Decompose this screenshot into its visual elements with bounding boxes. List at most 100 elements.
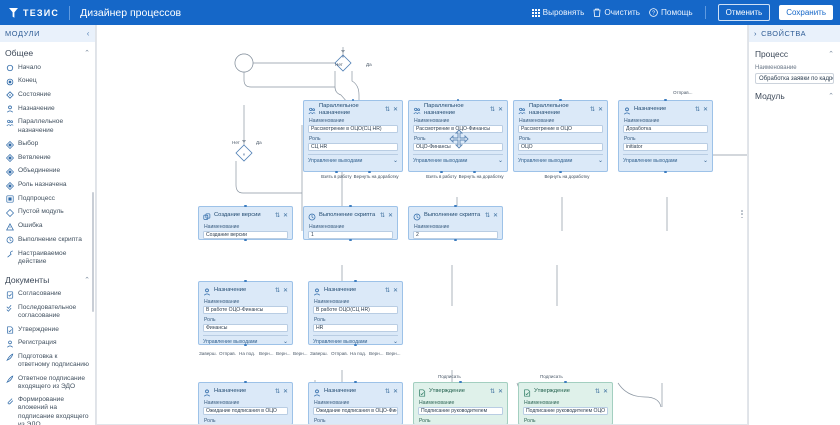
node-port[interactable] [349,238,352,242]
node-port[interactable] [351,98,355,102]
node-port[interactable] [244,423,247,424]
swap-icon[interactable]: ⇅ [489,388,495,395]
move-handle-icon[interactable] [449,129,469,149]
sidebar-item-1-4[interactable]: Подготовка к ответному подписанию [0,350,95,372]
sidebar-item-0-0[interactable]: Начало [0,61,95,75]
sidebar-item-0-11[interactable]: Ошибка [0,220,95,234]
node-port[interactable] [564,423,567,424]
clear-button[interactable]: Очистить [593,8,640,17]
node-port[interactable] [459,423,462,424]
name-field-input[interactable]: Подписание руководителем [418,406,503,415]
close-icon[interactable]: ✕ [282,287,288,294]
close-icon[interactable]: ✕ [497,106,503,113]
swap-icon[interactable]: ⇅ [489,106,495,113]
node-n12[interactable]: Утверждение ⇅ ✕ Наименование Подписание … [413,382,508,424]
node-port[interactable] [335,170,338,174]
output-management-select[interactable]: Управление выходами ⌄ [308,154,398,164]
sidebar-item-0-13[interactable]: Настраиваемое действие [0,247,95,269]
chevron-up-icon[interactable]: ⌃ [828,51,834,58]
sidebar-item-1-3[interactable]: Регистрация [0,337,95,351]
node-port[interactable] [244,204,247,208]
close-icon[interactable]: ✕ [602,388,608,395]
name-field-input[interactable]: 1 [308,230,393,239]
node-n11[interactable]: Назначение ⇅ ✕ Наименование Ожидание под… [308,382,403,424]
close-icon[interactable]: ✕ [282,388,288,395]
node-n3[interactable]: Параллельное назначение ⇅ ✕ Наименование… [513,100,608,172]
swap-icon[interactable]: ⇅ [274,212,280,219]
name-field-input[interactable]: Рассмотрение в ОЦО [518,124,603,133]
sidebar-item-0-3[interactable]: Назначение [0,102,95,116]
sidebar-item-0-5[interactable]: Выбор [0,137,95,151]
process-name-input[interactable]: Обработка заявки по кадровой [755,73,834,84]
node-port[interactable] [473,170,476,174]
sidebar-item-1-0[interactable]: Согласование [0,288,95,302]
properties-section-module[interactable]: Модуль ⌃ [749,84,840,105]
swap-icon[interactable]: ⇅ [484,212,490,219]
sidebar-group-general[interactable]: Общее ⌃ [0,42,95,61]
node-n9[interactable]: Назначение ⇅ ✕ Наименование В работе ОЦО… [308,281,403,345]
node-port[interactable] [440,170,443,174]
close-icon[interactable]: ✕ [387,212,393,219]
sidebar-item-1-2[interactable]: Утверждение [0,323,95,337]
node-port[interactable] [664,170,667,174]
canvas-resize-grip[interactable] [741,209,745,225]
sidebar-item-0-8[interactable]: Роль назначена [0,178,95,192]
sidebar-item-0-9[interactable]: Подпроцесс [0,192,95,206]
sidebar-item-0-6[interactable]: Ветвление [0,151,95,165]
node-port[interactable] [244,238,247,242]
swap-icon[interactable]: ⇅ [384,287,390,294]
sidebar-group-documents[interactable]: Документы ⌃ [0,269,95,288]
properties-section-process[interactable]: Процесс ⌃ [749,42,840,63]
close-icon[interactable]: ✕ [282,212,288,219]
node-n8[interactable]: Назначение ⇅ ✕ Наименование В работе ОЦО… [198,281,293,345]
node-n5[interactable]: Создание версии ⇅ ✕ Наименование Создани… [198,206,293,240]
close-icon[interactable]: ✕ [392,106,398,113]
chevron-up-icon[interactable]: ⌃ [84,276,90,284]
align-button[interactable]: Выровнять [531,8,584,17]
chevron-up-icon-module[interactable]: ⌃ [828,93,834,100]
close-icon[interactable]: ✕ [597,106,603,113]
swap-icon[interactable]: ⇅ [694,106,700,113]
sidebar-item-0-1[interactable]: Конец [0,75,95,89]
swap-icon[interactable]: ⇅ [384,388,390,395]
node-port[interactable] [564,380,567,384]
node-port[interactable] [454,238,457,242]
sidebar-scrollbar[interactable] [92,192,94,312]
swap-icon[interactable]: ⇅ [274,287,280,294]
node-port[interactable] [456,98,460,102]
output-management-select[interactable]: Управление выходами ⌄ [518,154,603,164]
node-port[interactable] [354,279,357,283]
name-field-input[interactable]: 2 [413,230,498,239]
sidebar-scroll[interactable]: Общее ⌃ Начало Конец Состояние Назначени… [0,42,95,425]
name-field-input[interactable]: Рассмотрение в ОЦО(СЦ HR) [308,124,398,133]
role-field-input[interactable]: Финансы [203,323,288,332]
close-icon[interactable]: ✕ [497,388,503,395]
node-port[interactable] [354,423,357,424]
process-canvas[interactable]: × × Параллельное назначение ⇅ ✕ Наименов… [96,25,748,425]
node-port[interactable] [244,343,247,347]
close-icon[interactable]: ✕ [492,212,498,219]
name-field-input[interactable]: Доработка [623,124,708,133]
role-field-input[interactable]: initiator [623,142,708,151]
sidebar-item-1-6[interactable]: Формирование вложений на подписание вход… [0,394,95,425]
name-field-input[interactable]: Подписание руководителем ОЦО [523,406,608,415]
output-management-select[interactable]: Управление выходами ⌄ [203,335,288,345]
chevron-up-icon[interactable]: ⌃ [84,50,90,57]
close-icon[interactable]: ✕ [702,106,708,113]
swap-icon[interactable]: ⇅ [379,212,385,219]
node-n13[interactable]: Утверждение ⇅ ✕ Наименование Подписание … [518,382,613,424]
chevron-left-icon[interactable]: ‹ [86,29,90,38]
sidebar-item-0-12[interactable]: Выполнение скрипта [0,233,95,247]
swap-icon[interactable]: ⇅ [594,388,600,395]
role-field-input[interactable]: СЦ HR [308,142,398,151]
close-icon[interactable]: ✕ [392,287,398,294]
node-n10[interactable]: Назначение ⇅ ✕ Наименование Ожидание под… [198,382,293,424]
name-field-input[interactable]: Создание версии [203,230,288,239]
output-management-select[interactable]: Управление выходами ⌄ [623,154,708,164]
node-port[interactable] [244,279,247,283]
sidebar-item-0-2[interactable]: Состояние [0,88,95,102]
output-management-select[interactable]: Управление выходами ⌄ [413,154,503,164]
node-port[interactable] [459,380,462,384]
cancel-button[interactable]: Отменить [717,4,771,21]
